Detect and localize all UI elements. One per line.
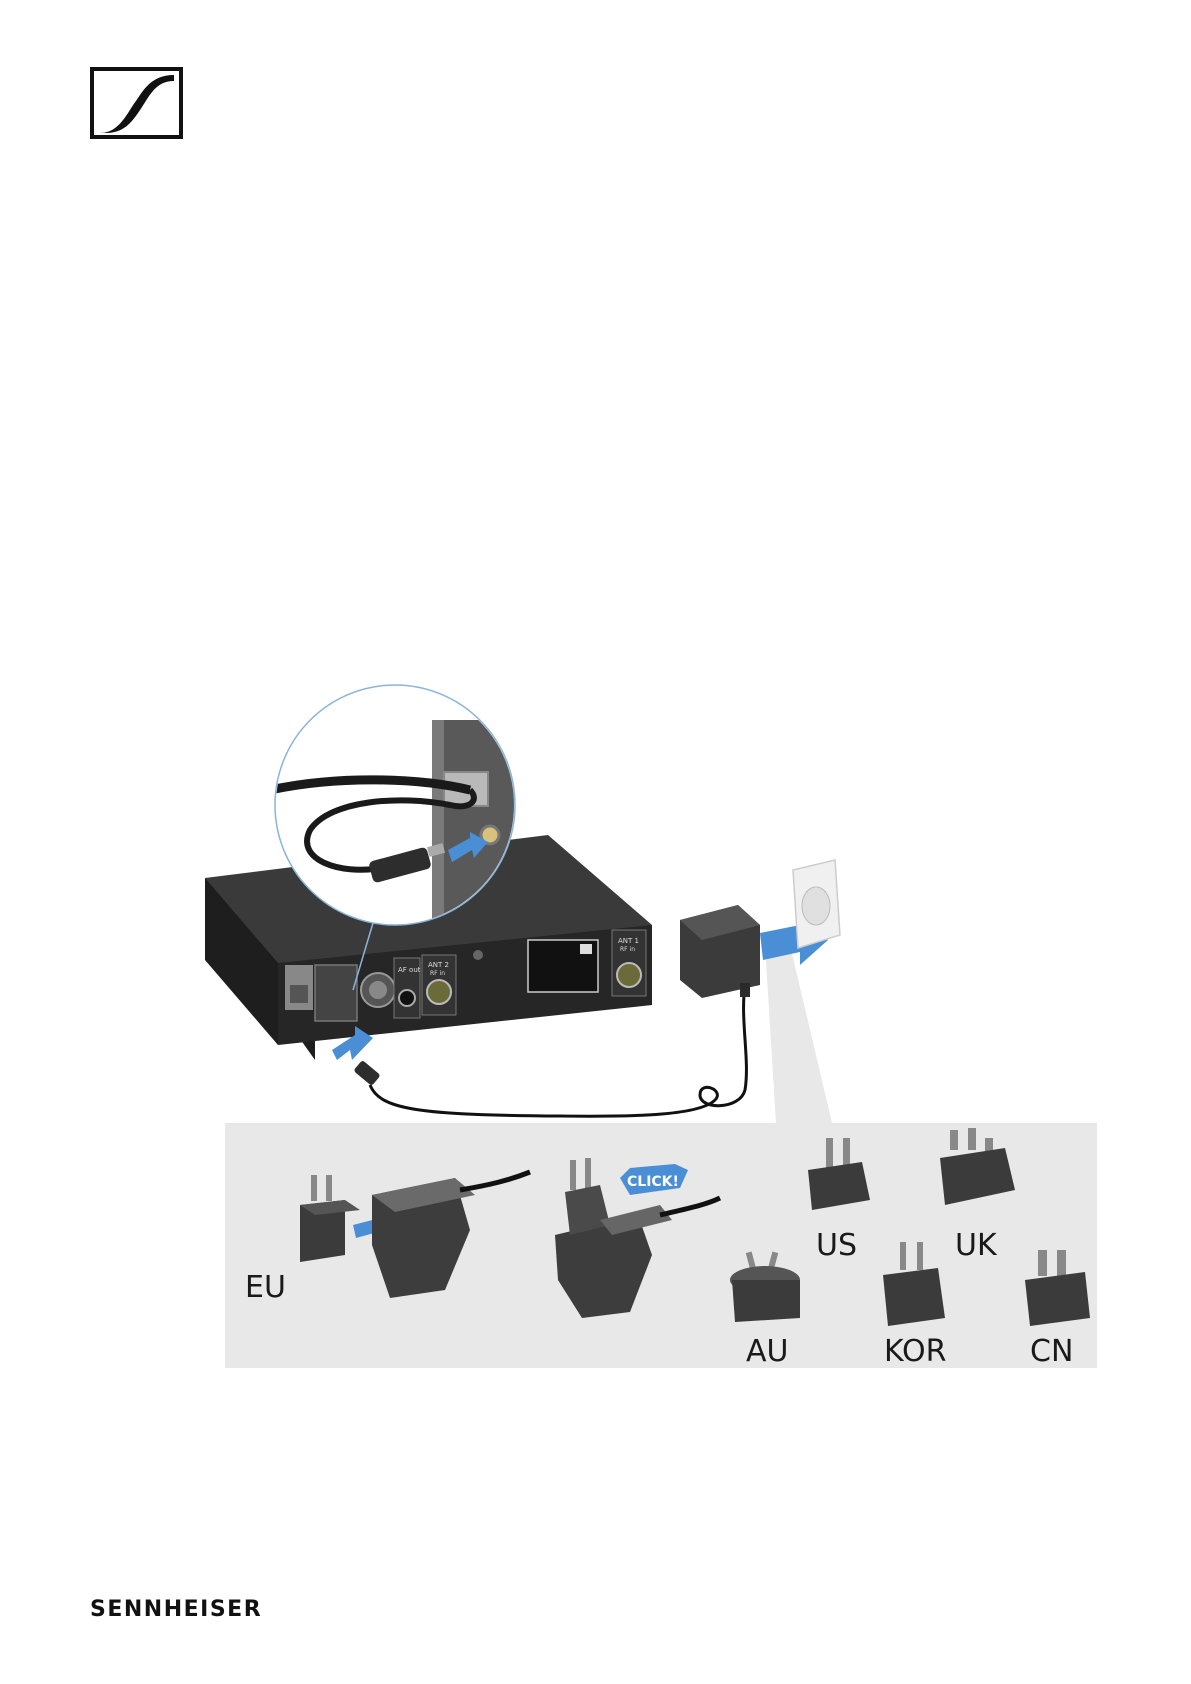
plug-label-au: AU (746, 1334, 788, 1369)
ant2-connector (427, 980, 451, 1004)
sennheiser-wordmark: SENNHEISER (90, 1597, 262, 1622)
svg-text:CLICK!: CLICK! (627, 1174, 679, 1190)
ant1-sub-label: RF in (620, 946, 635, 953)
plug-label-eu: EU (245, 1270, 286, 1305)
ant1-connector (617, 963, 641, 987)
plug-label-us: US (816, 1228, 857, 1263)
wall-socket (793, 860, 840, 948)
af-out-label: AF out (398, 966, 421, 974)
plug-label-kor: KOR (884, 1334, 947, 1369)
ant1-label: ANT 1 (618, 937, 639, 945)
plug-label-uk: UK (955, 1228, 997, 1263)
ground-screw (473, 950, 483, 960)
ant2-label: ANT 2 (428, 961, 449, 969)
ant2-sub-label: RF in (430, 970, 445, 977)
af-out-jack (399, 990, 415, 1006)
power-adapter (680, 905, 760, 998)
plug-label-cn: CN (1030, 1334, 1073, 1369)
